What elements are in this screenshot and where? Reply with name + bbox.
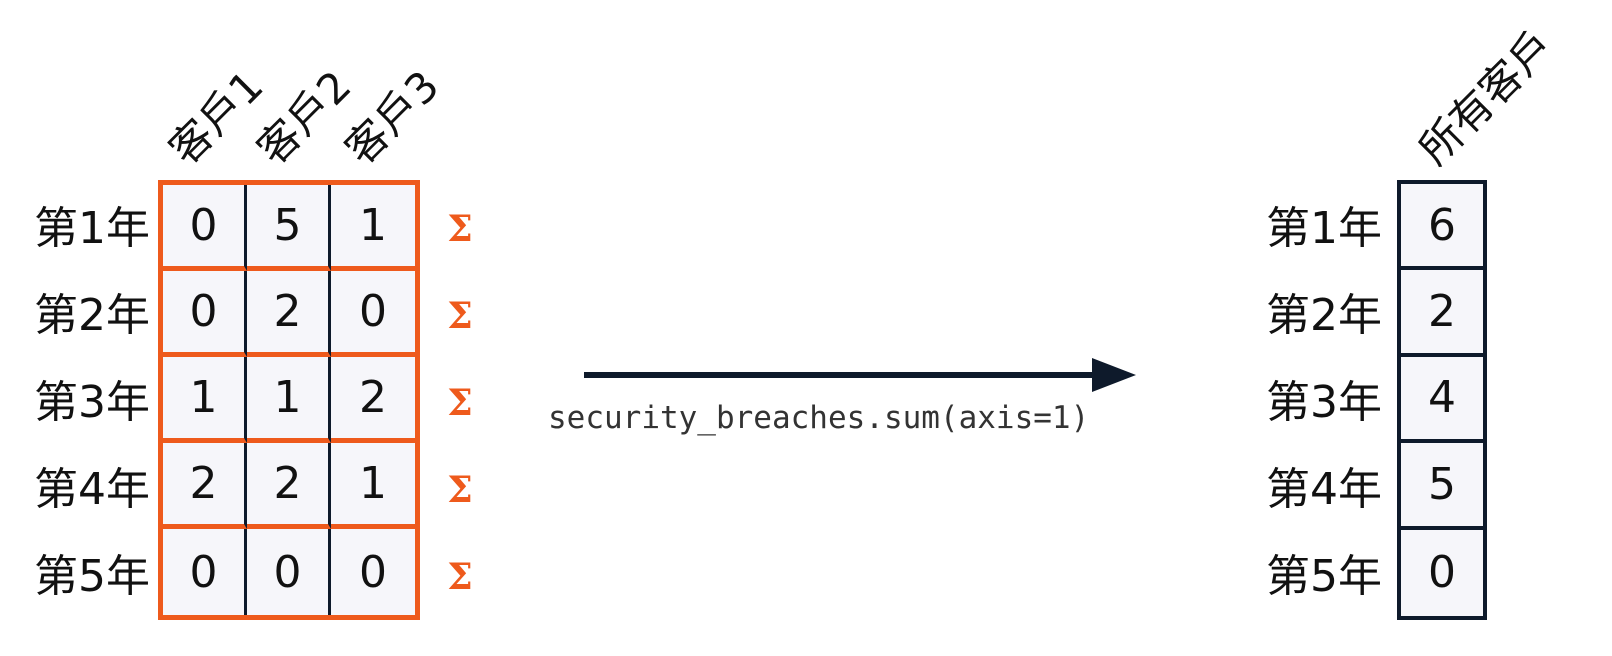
table-cell: 0: [163, 271, 247, 357]
right-row-label-year-1: 第1年: [1266, 203, 1382, 254]
operation-code-label: security_breaches.sum(axis=1): [548, 400, 1090, 436]
security-breaches-table: 0 5 1 0 2 0 1 1 2 2 2 1 0 0 0: [158, 180, 420, 620]
result-cell: 2: [1401, 270, 1483, 357]
left-row-label-year-1: 第1年: [34, 203, 150, 254]
table-cell: 0: [163, 185, 247, 271]
result-cell: 4: [1401, 357, 1483, 444]
table-cell: 2: [247, 443, 331, 529]
table-cell: 0: [163, 529, 247, 615]
table-cell: 0: [359, 546, 387, 598]
right-arrow-icon: [584, 358, 1136, 392]
column-header-customer-1: 客戶1: [159, 61, 273, 175]
table-cell: 1: [331, 443, 415, 529]
column-header-customer-2: 客戶2: [247, 61, 361, 175]
column-header-customer-3: 客戶3: [335, 61, 449, 175]
left-row-label-year-5: 第5年: [34, 551, 150, 602]
sum-sigma-icon: Σ: [447, 208, 473, 250]
left-row-label-year-4: 第4年: [34, 464, 150, 515]
sum-sigma-icon: Σ: [447, 295, 473, 337]
left-row-label-year-2: 第2年: [34, 290, 150, 341]
sum-result-table: 6 2 4 5 0: [1397, 180, 1487, 620]
table-cell: 1: [331, 185, 415, 271]
table-cell: 5: [247, 185, 331, 271]
sum-sigma-icon: Σ: [447, 469, 473, 511]
table-cell: 1: [247, 357, 331, 443]
sum-sigma-icon: Σ: [447, 382, 473, 424]
table-cell: 0: [247, 529, 331, 615]
table-cell: 0: [331, 271, 415, 357]
sum-sigma-icon: Σ: [447, 556, 473, 598]
table-cell: 2: [331, 357, 415, 443]
table-cell: 1: [163, 357, 247, 443]
right-row-label-year-3: 第3年: [1266, 377, 1382, 428]
result-cell: 5: [1401, 443, 1483, 530]
left-row-label-year-3: 第3年: [34, 377, 150, 428]
result-cell: 0: [1428, 547, 1456, 599]
result-cell: 6: [1401, 184, 1483, 271]
column-header-all-customers: 所有客戶: [1409, 20, 1563, 175]
right-row-label-year-5: 第5年: [1266, 551, 1382, 602]
right-row-label-year-2: 第2年: [1266, 290, 1382, 341]
table-cell: 2: [163, 443, 247, 529]
right-row-label-year-4: 第4年: [1266, 464, 1382, 515]
table-cell: 2: [247, 271, 331, 357]
